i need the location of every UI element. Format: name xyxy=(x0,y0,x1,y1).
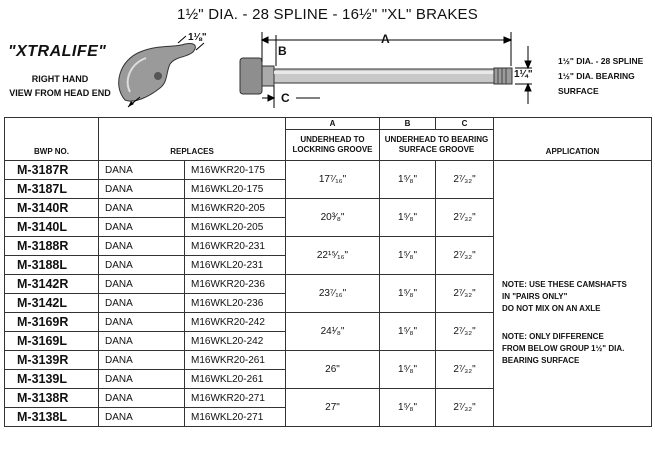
camshaft-table: BWP NO. REPLACES A B C APPLICATION UNDER… xyxy=(4,117,652,427)
manufacturer: DANA xyxy=(98,369,185,389)
header-replaces: REPLACES xyxy=(98,117,286,161)
dimension-c-value: 2⁷⁄₃₂" xyxy=(435,198,494,237)
dimension-a-value: 26" xyxy=(285,350,380,389)
dimension-b-value: 1⁵⁄₈" xyxy=(379,312,436,351)
replaces-part: M16WKR20-231 xyxy=(184,236,286,256)
bwp-number: M-3142L xyxy=(4,293,99,313)
dimension-a-value: 24¹⁄₈" xyxy=(285,312,380,351)
shaft-diameter-label: 1¼" xyxy=(514,69,533,80)
replaces-part: M16WKR20-205 xyxy=(184,198,286,218)
manufacturer: DANA xyxy=(98,217,185,237)
dimension-b-value: 1⁵⁄₈" xyxy=(379,198,436,237)
bwp-number: M-3187L xyxy=(4,179,99,199)
replaces-part: M16WKL20-231 xyxy=(184,255,286,275)
manufacturer: DANA xyxy=(98,198,185,218)
dimension-a-value: 22¹⁵⁄₁₆" xyxy=(285,236,380,275)
bwp-number: M-3187R xyxy=(4,160,99,180)
replaces-part: M16WKL20-271 xyxy=(184,407,286,427)
dimension-b-value: 1⁵⁄₈" xyxy=(379,236,436,275)
manufacturer: DANA xyxy=(98,388,185,408)
replaces-part: M16WKR20-175 xyxy=(184,160,286,180)
dimension-a-value: 20³⁄₈" xyxy=(285,198,380,237)
header-a-desc: UNDERHEAD TO LOCKRING GROOVE xyxy=(285,129,380,161)
dimension-b-value: 1⁵⁄₈" xyxy=(379,160,436,199)
view-caption: RIGHT HAND VIEW FROM HEAD END xyxy=(9,74,111,98)
camshaft-drawing xyxy=(118,32,532,108)
manufacturer: DANA xyxy=(98,312,185,332)
manufacturer: DANA xyxy=(98,236,185,256)
dimension-a-label: A xyxy=(381,32,390,46)
dimension-c-label: C xyxy=(281,91,290,105)
bwp-number: M-3140R xyxy=(4,198,99,218)
replaces-part: M16WKR20-242 xyxy=(184,312,286,332)
bwp-number: M-3138R xyxy=(4,388,99,408)
manufacturer: DANA xyxy=(98,407,185,427)
header-b-letter: B xyxy=(379,117,436,130)
shaft-icon xyxy=(239,57,513,95)
header-application: APPLICATION xyxy=(493,117,652,161)
application-notes: NOTE: USE THESE CAMSHAFTS IN "PAIRS ONLY… xyxy=(493,160,652,427)
replaces-part: M16WKR20-236 xyxy=(184,274,286,294)
dimension-c-value: 2⁷⁄₃₂" xyxy=(435,312,494,351)
bwp-number: M-3139L xyxy=(4,369,99,389)
manufacturer: DANA xyxy=(98,293,185,313)
bwp-number: M-3138L xyxy=(4,407,99,427)
replaces-part: M16WKL20-236 xyxy=(184,293,286,313)
bwp-number: M-3188L xyxy=(4,255,99,275)
dimension-a-value: 17⁷⁄₁₆" xyxy=(285,160,380,199)
dimension-c-value: 2⁷⁄₃₂" xyxy=(435,388,494,427)
dimension-c-value: 2⁷⁄₃₂" xyxy=(435,350,494,389)
replaces-part: M16WKL20-175 xyxy=(184,179,286,199)
dimension-a-value: 27" xyxy=(285,388,380,427)
manufacturer: DANA xyxy=(98,255,185,275)
brand-label: "XTRALIFE" xyxy=(8,43,107,60)
dimension-lines xyxy=(260,32,532,108)
bwp-number: M-3169L xyxy=(4,331,99,351)
page-title: 1½" DIA. - 28 SPLINE - 16½" "XL" BRAKES xyxy=(177,6,478,23)
manufacturer: DANA xyxy=(98,274,185,294)
replaces-part: M16WKL20-242 xyxy=(184,331,286,351)
manufacturer: DANA xyxy=(98,350,185,370)
dimension-c-value: 2⁷⁄₃₂" xyxy=(435,236,494,275)
cam-head-icon xyxy=(118,35,205,108)
header-bwp: BWP NO. xyxy=(4,117,99,161)
manufacturer: DANA xyxy=(98,331,185,351)
bwp-number: M-3140L xyxy=(4,217,99,237)
bwp-number: M-3169R xyxy=(4,312,99,332)
replaces-part: M16WKL20-261 xyxy=(184,369,286,389)
bwp-number: M-3139R xyxy=(4,350,99,370)
header-a-letter: A xyxy=(285,117,380,130)
replaces-part: M16WKR20-261 xyxy=(184,350,286,370)
dimension-b-value: 1⁵⁄₈" xyxy=(379,388,436,427)
dimension-b-value: 1⁵⁄₈" xyxy=(379,350,436,389)
replaces-part: M16WKR20-271 xyxy=(184,388,286,408)
replaces-part: M16WKL20-205 xyxy=(184,217,286,237)
dimension-b-value: 1⁵⁄₈" xyxy=(379,274,436,313)
spec-caption: 1½" DIA. - 28 SPLINE 1½" DIA. BEARING SU… xyxy=(558,56,644,96)
bwp-number: M-3188R xyxy=(4,236,99,256)
header-bc-desc: UNDERHEAD TO BEARING SURFACE GROOVE xyxy=(379,129,494,161)
bwp-number: M-3142R xyxy=(4,274,99,294)
dimension-c-value: 2⁷⁄₃₂" xyxy=(435,274,494,313)
manufacturer: DANA xyxy=(98,179,185,199)
manufacturer: DANA xyxy=(98,160,185,180)
dimension-b-label: B xyxy=(278,44,287,58)
dimension-a-value: 23⁷⁄₁₆" xyxy=(285,274,380,313)
header-c-letter: C xyxy=(435,117,494,130)
dimension-c-value: 2⁷⁄₃₂" xyxy=(435,160,494,199)
head-dimension-label: 1⅛" xyxy=(188,32,207,43)
